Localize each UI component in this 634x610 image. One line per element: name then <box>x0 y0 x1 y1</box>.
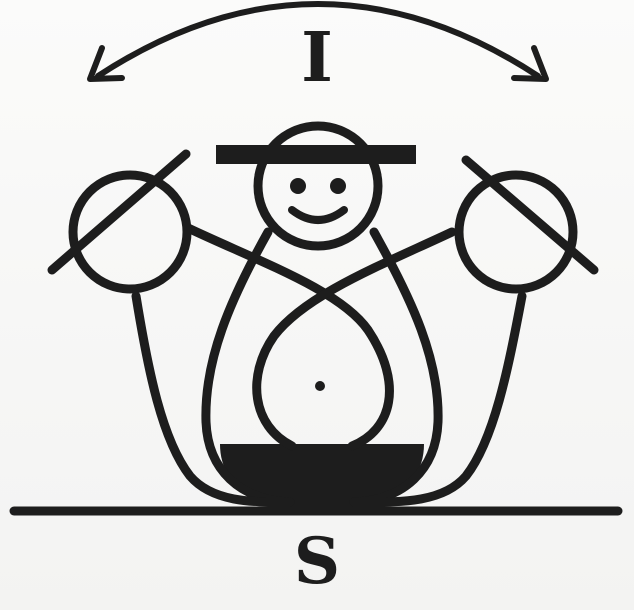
navel-dot <box>315 381 325 391</box>
bottom-letter: S <box>289 530 345 594</box>
smile-mouth <box>292 210 344 220</box>
top-letter: I <box>292 24 342 92</box>
head-circle <box>258 126 378 246</box>
hat-brim <box>216 145 416 164</box>
right-eye <box>330 178 346 194</box>
left-eye <box>290 178 306 194</box>
